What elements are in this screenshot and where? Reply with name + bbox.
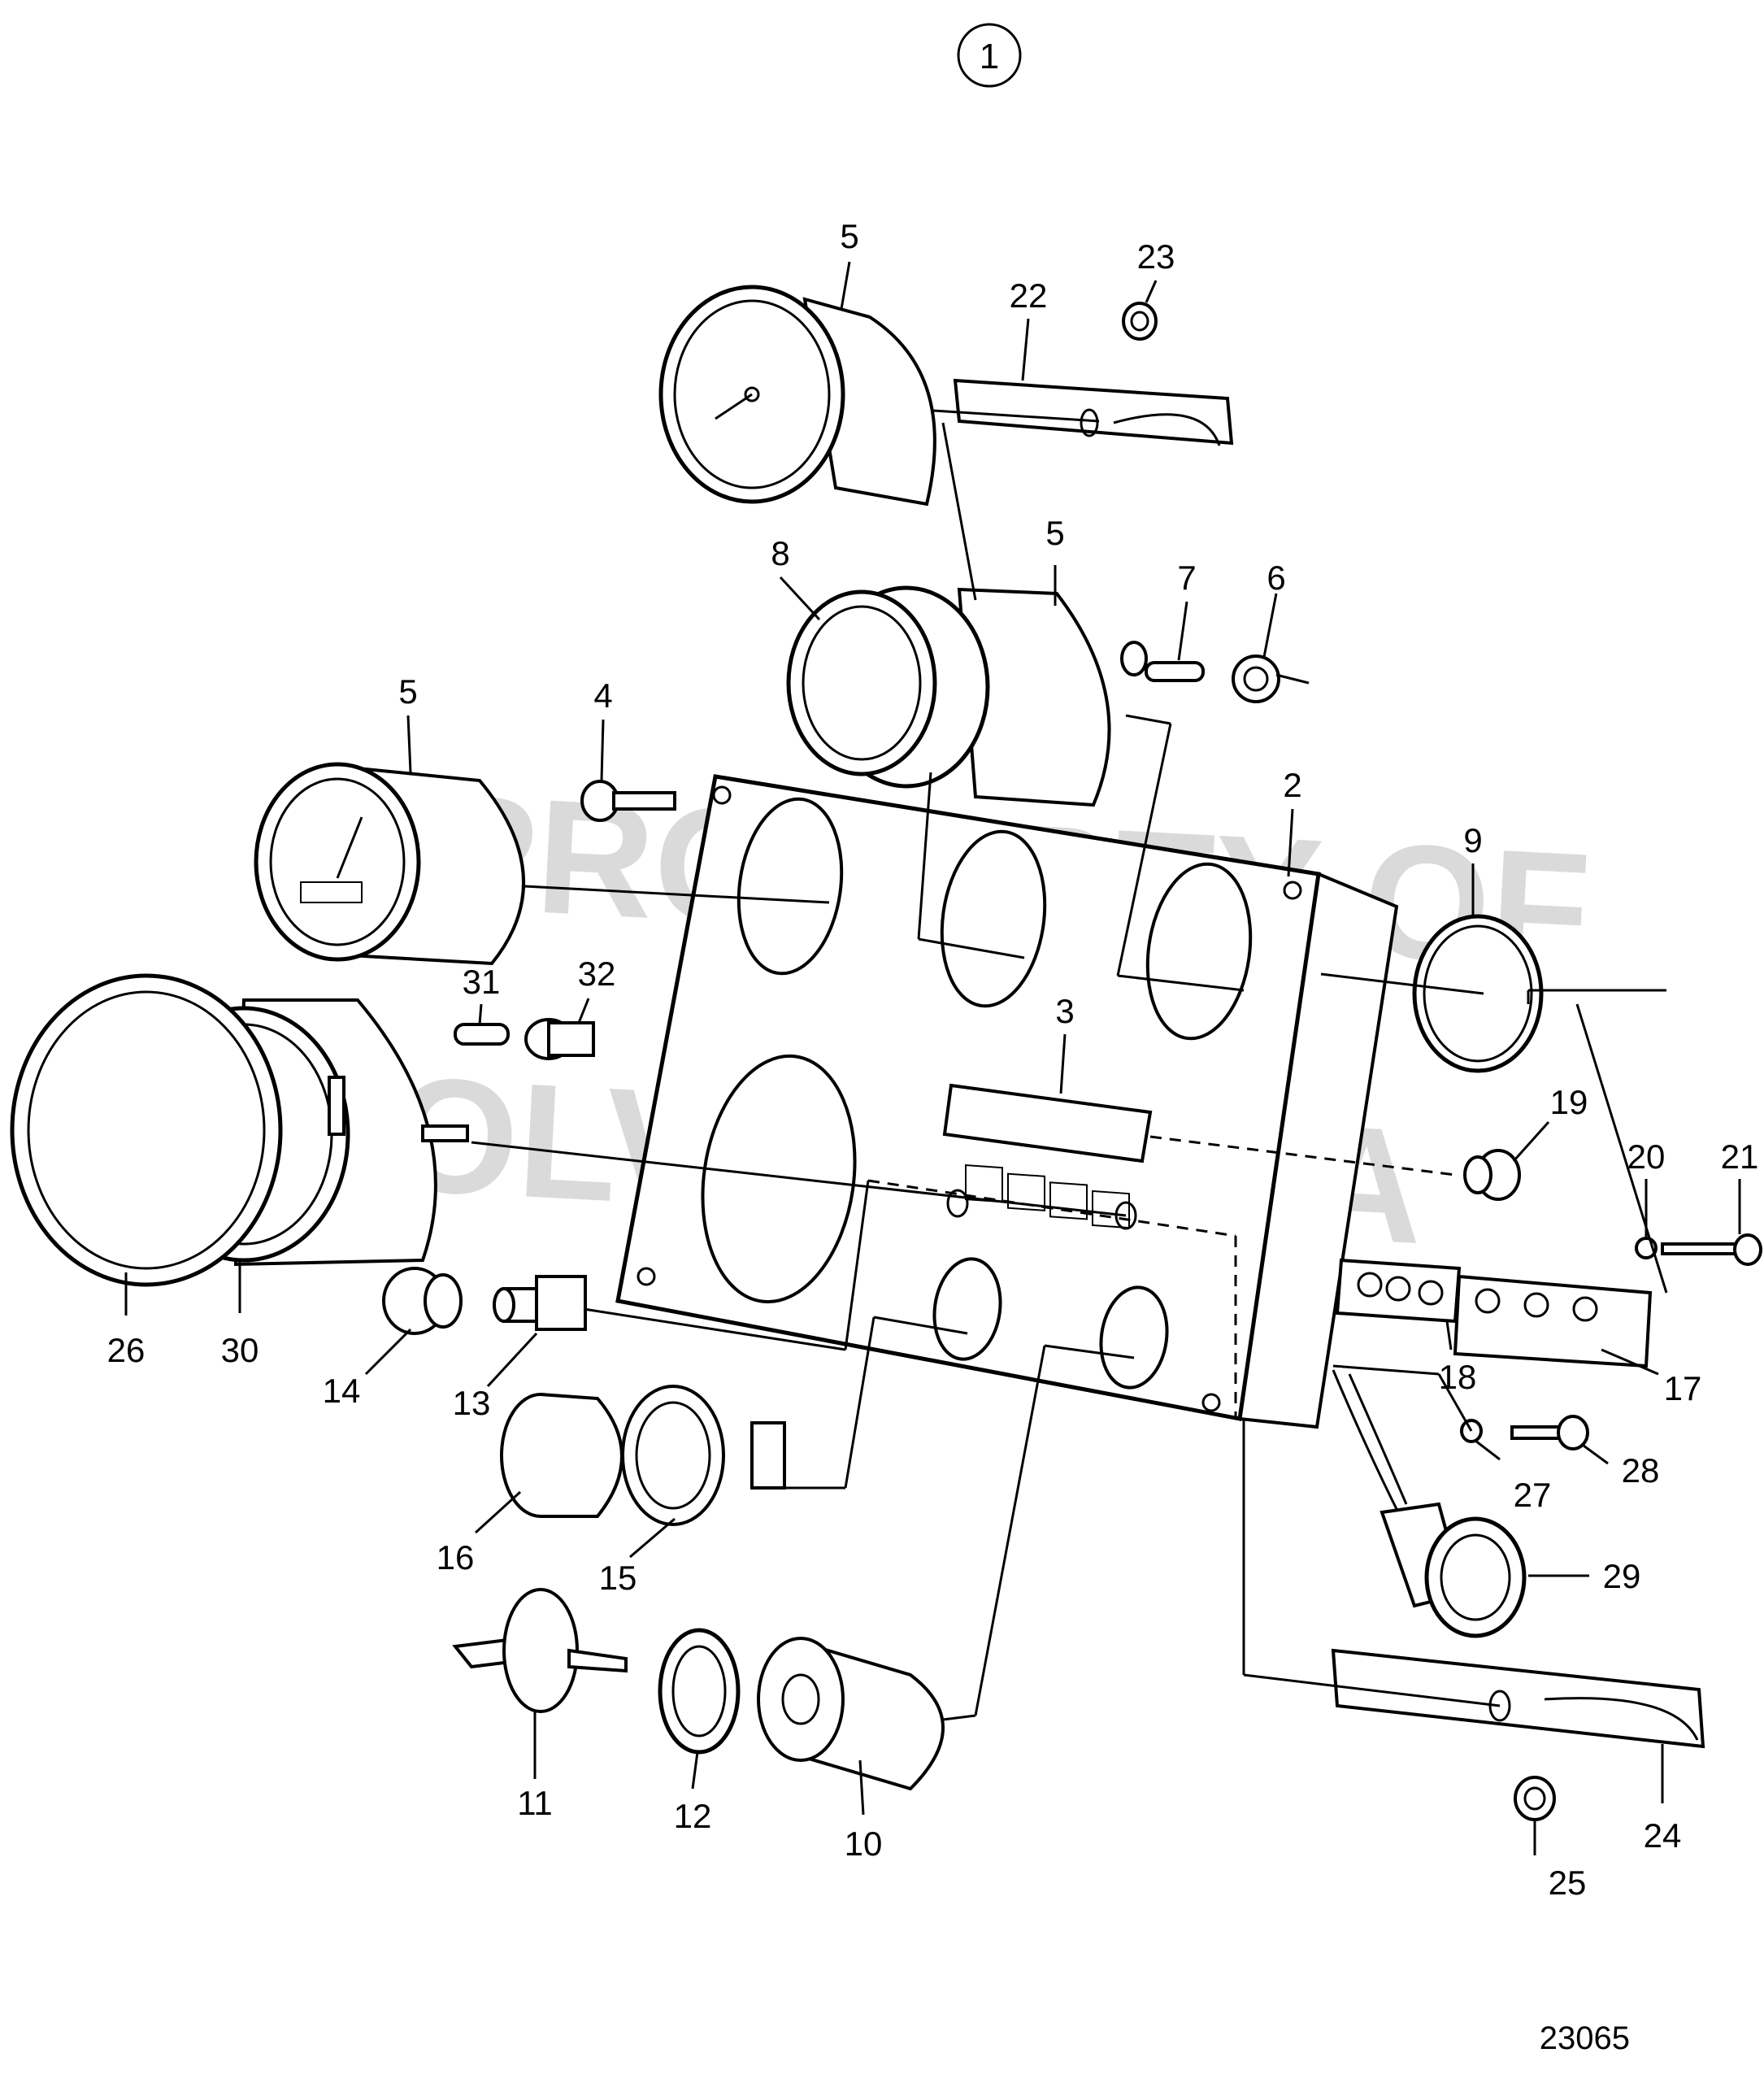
callout-label: 10 — [845, 1825, 883, 1863]
wiring-connector — [1332, 1369, 1527, 1638]
callout-label: 24 — [1644, 1816, 1682, 1855]
callout-label: 27 — [1514, 1476, 1552, 1514]
gauge-middle — [786, 585, 1148, 807]
nut-top — [1122, 302, 1158, 341]
switch-assembly — [382, 1267, 587, 1335]
diagram-number-badge: 1 — [957, 23, 1022, 88]
bulb-holder-left — [454, 1018, 595, 1060]
instrument-panel — [615, 774, 1399, 1429]
terminal-strips — [1335, 1233, 1762, 1368]
callout-label: 31 — [463, 963, 501, 1001]
callout-label: 13 — [453, 1384, 491, 1422]
callout-label: 22 — [1010, 276, 1048, 315]
callout-label: 12 — [674, 1797, 712, 1835]
callout-label: 5 — [1045, 514, 1064, 552]
bulb-holder-upper — [1145, 655, 1310, 703]
leader-lines — [124, 261, 1741, 1855]
callout-label: 21 — [1721, 1137, 1759, 1176]
callout-label: 32 — [578, 955, 616, 993]
plug-cap — [1463, 1149, 1521, 1201]
callout-label: 28 — [1622, 1451, 1660, 1490]
callout-label: 5 — [840, 217, 858, 255]
callout-label: 9 — [1463, 821, 1482, 859]
bracket-bottom — [1331, 1648, 1705, 1821]
callout-label: 16 — [437, 1538, 475, 1577]
callout-label: 17 — [1664, 1369, 1702, 1407]
callout-label: 19 — [1550, 1083, 1588, 1121]
callout-label: 14 — [323, 1372, 361, 1410]
callout-label: 25 — [1549, 1864, 1587, 1902]
callout-label: 15 — [599, 1559, 637, 1597]
callout-labels: 5 22 23 8 5 7 6 5 4 2 9 31 32 3 19 20 21… — [107, 217, 1759, 1902]
callout-label: 23 — [1137, 237, 1175, 276]
callout-label: 30 — [221, 1331, 259, 1369]
gauge-large-left — [10, 973, 469, 1287]
bolt-top — [580, 780, 676, 822]
callout-label: 6 — [1267, 559, 1285, 597]
buzzer-assembly — [500, 1385, 786, 1526]
assembly-lines — [471, 409, 1668, 1721]
ignition-assembly — [452, 1588, 945, 1791]
reference-number: 23065 — [1540, 2020, 1630, 2056]
bracket-top — [953, 378, 1234, 446]
gauge-left — [254, 762, 526, 966]
callout-label: 5 — [398, 672, 417, 711]
gauge-top — [658, 285, 936, 507]
callout-label: 20 — [1627, 1137, 1666, 1176]
callout-label: 26 — [107, 1331, 146, 1369]
diagram-number: 1 — [980, 37, 999, 76]
callout-label: 11 — [517, 1784, 553, 1822]
callout-label: 4 — [593, 676, 612, 715]
callout-label: 2 — [1283, 766, 1301, 804]
callout-label: 8 — [771, 534, 789, 572]
callout-label: 18 — [1439, 1358, 1477, 1396]
callout-label: 7 — [1177, 559, 1196, 597]
callout-label: 29 — [1603, 1557, 1641, 1595]
callout-label: 3 — [1055, 992, 1074, 1030]
screw-right — [1460, 1415, 1589, 1450]
